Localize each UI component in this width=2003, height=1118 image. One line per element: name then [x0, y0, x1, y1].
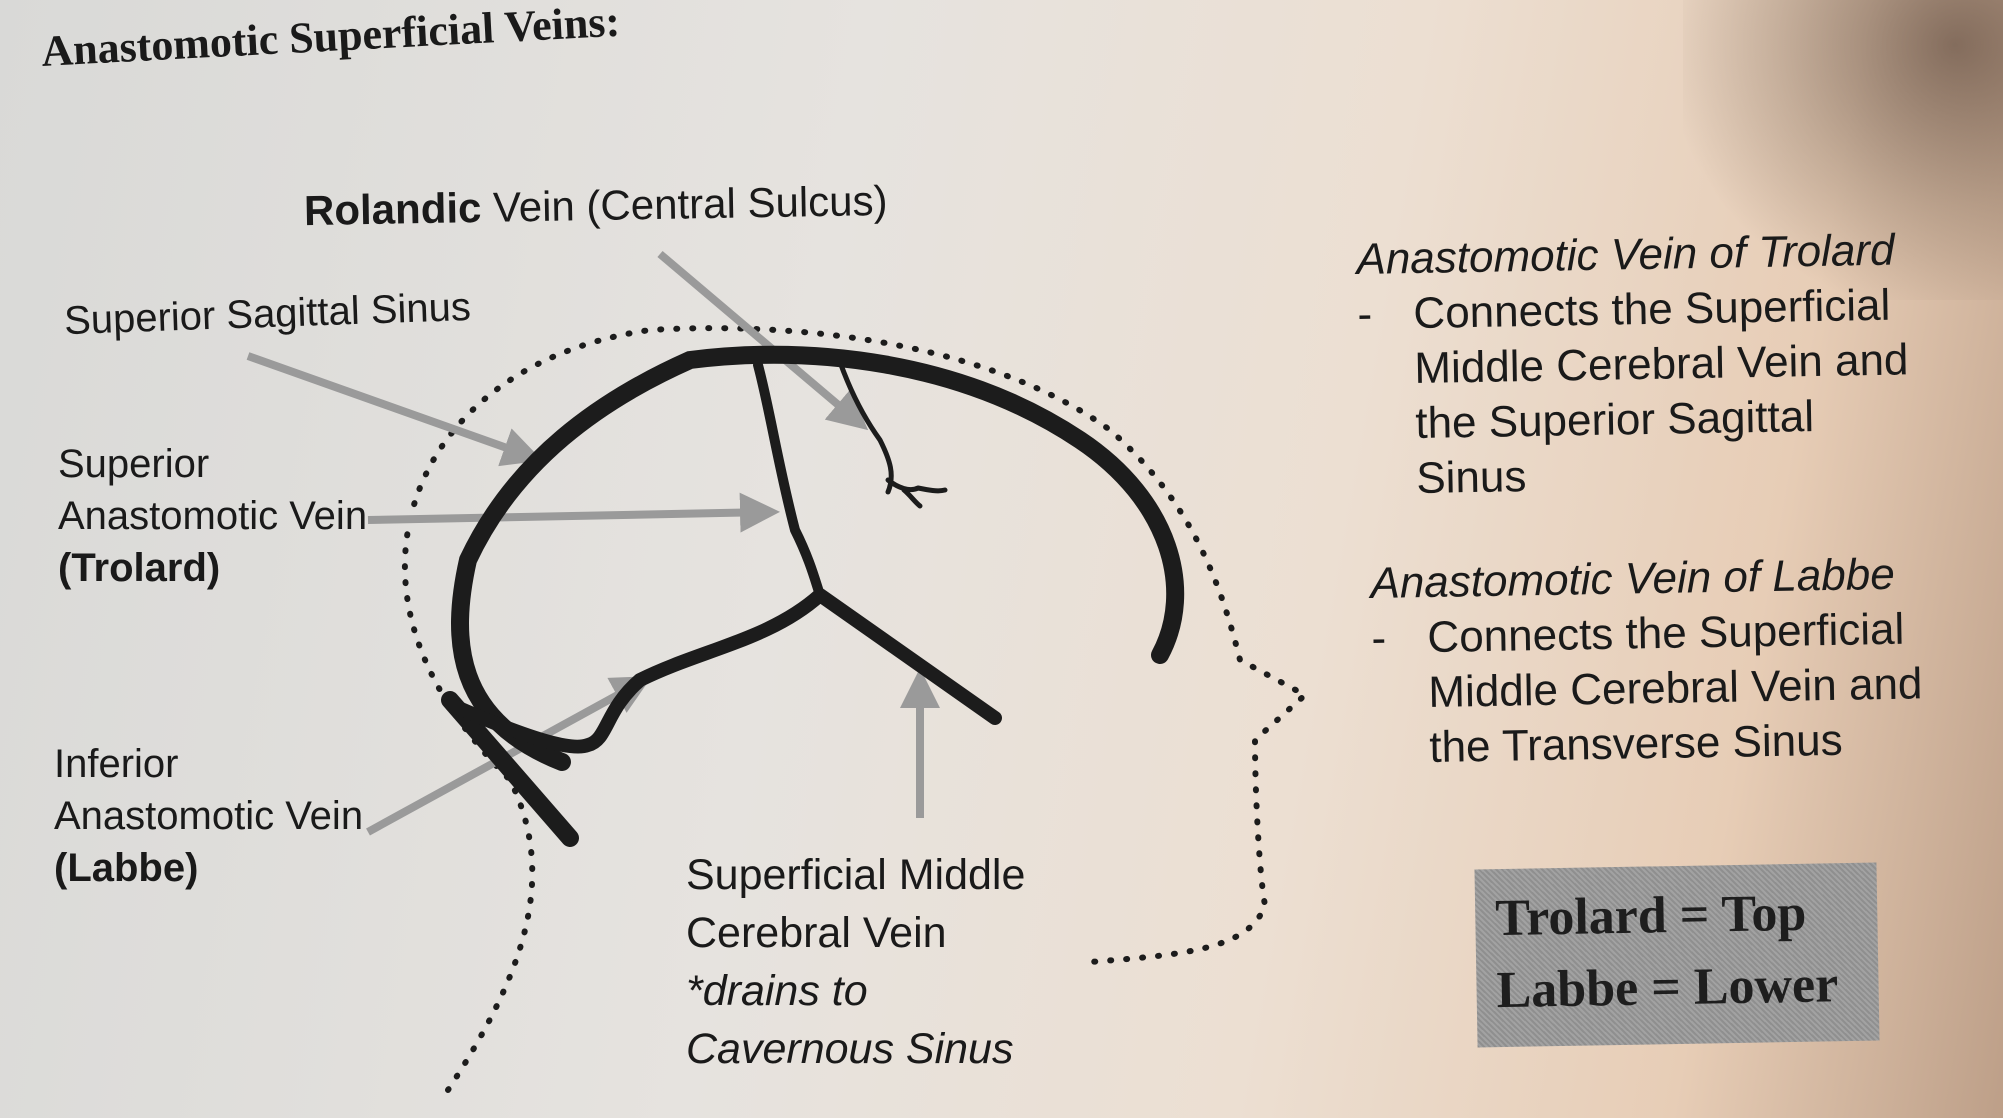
trolard-vein [753, 360, 825, 600]
note-line: the Transverse Sinus [1428, 715, 1844, 772]
note-body: Connects the Superficial Middle Cerebral… [1413, 277, 1911, 506]
dash-marker: - [1371, 613, 1387, 663]
label-line-bold: (Labbe) [54, 846, 199, 890]
label-rolandic-rest: Vein (Central Sulcus) [480, 176, 888, 231]
note-bullet: - Connects the Superficial Middle Cerebr… [1357, 277, 1911, 507]
head-outline [401, 325, 1311, 1093]
note-line: the Superior Sagittal [1414, 392, 1815, 448]
note-line: Connects the Superficial [1413, 280, 1891, 339]
labbe-vein [441, 691, 579, 847]
label-line: Superior [58, 442, 210, 486]
label-superficial-middle-cerebral-vein: Superficial Middle Cerebral Vein *drains… [686, 846, 1025, 1078]
note-line: Sinus [1415, 452, 1527, 503]
arrow-trolard [367, 492, 780, 533]
label-inferior-anastomotic-vein: Inferior Anastomotic Vein (Labbe) [54, 738, 363, 894]
dash-marker: - [1357, 289, 1373, 339]
note-body: Connects the Superficial Middle Cerebral… [1427, 601, 1924, 775]
arrow-rolandic [657, 250, 869, 431]
mnemonic-line: Labbe = Lower [1496, 956, 1839, 1020]
note-labbe: Anastomotic Vein of Labbe - Connects the… [1370, 546, 1924, 776]
smcv-vein [445, 588, 1002, 754]
note-heading: Anastomotic Vein of Trolard [1356, 225, 1895, 284]
label-line: Anastomotic Vein [54, 794, 364, 838]
label-line-italic: *drains to [686, 967, 868, 1015]
label-line: Superficial Middle [686, 851, 1026, 899]
note-line: Middle Cerebral Vein and [1413, 335, 1909, 393]
note-line: Connects the Superficial [1427, 604, 1905, 663]
photo-shadow [1683, 0, 2003, 300]
label-line: Anastomotic Vein [58, 494, 368, 538]
label-rolandic-bold: Rolandic [303, 184, 482, 235]
label-rolandic-vein: Rolandic Vein (Central Sulcus) [304, 175, 888, 237]
mnemonic-line: Trolard = Top [1494, 884, 1807, 948]
superior-sagittal-sinus-vein [451, 345, 1185, 771]
label-line: Inferior [54, 742, 179, 786]
note-bullet: - Connects the Superficial Middle Cerebr… [1371, 601, 1924, 776]
note-trolard: Anastomotic Vein of Trolard - Connects t… [1356, 222, 1911, 507]
label-line-bold: (Trolard) [58, 546, 221, 590]
label-line: Cerebral Vein [686, 909, 947, 957]
mnemonic-box: Trolard = Top Labbe = Lower [1474, 862, 1880, 1048]
label-line-italic: Cavernous Sinus [686, 1025, 1014, 1073]
note-heading: Anastomotic Vein of Labbe [1370, 549, 1896, 608]
arrow-superior-sagittal-sinus [246, 352, 543, 467]
note-line: Middle Cerebral Vein and [1427, 659, 1923, 717]
rolandic-vein [837, 359, 948, 509]
label-superior-anastomotic-vein: Superior Anastomotic Vein (Trolard) [58, 438, 367, 594]
